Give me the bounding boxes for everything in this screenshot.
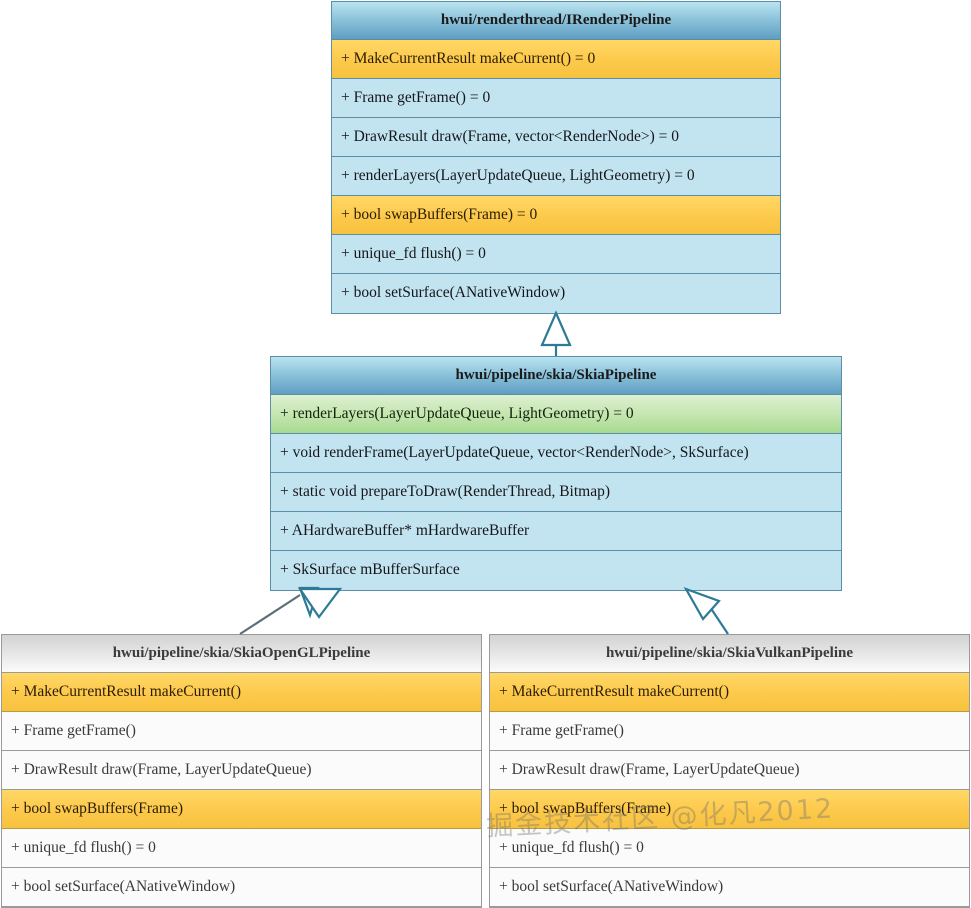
generalization-arrow-skiavulkan-to-skiapipeline: [683, 586, 729, 635]
class-member-row: + DrawResult draw(Frame, LayerUpdateQueu…: [2, 751, 481, 790]
class-member-row: + SkSurface mBufferSurface: [271, 551, 841, 590]
class-title-skiavulkanpipeline: hwui/pipeline/skia/SkiaVulkanPipeline: [490, 635, 969, 673]
class-member-row: + unique_fd flush() = 0: [2, 829, 481, 868]
class-title-skiaopenglpipeline: hwui/pipeline/skia/SkiaOpenGLPipeline: [2, 635, 481, 673]
class-member-row: + Frame getFrame(): [490, 712, 969, 751]
class-member-row: + renderLayers(LayerUpdateQueue, LightGe…: [332, 157, 780, 196]
class-member-row: + bool setSurface(ANativeWindow): [332, 274, 780, 313]
generalization-arrow-skiapipeline-to-irenderpipeline: [540, 310, 572, 356]
class-member-row: + bool setSurface(ANativeWindow): [2, 868, 481, 907]
class-member-row: + bool setSurface(ANativeWindow): [490, 868, 969, 907]
class-member-row: + bool swapBuffers(Frame): [490, 790, 969, 829]
class-box-skiapipeline[interactable]: hwui/pipeline/skia/SkiaPipeline + render…: [270, 356, 842, 591]
class-member-row: + MakeCurrentResult makeCurrent(): [2, 673, 481, 712]
class-member-row: + MakeCurrentResult makeCurrent(): [490, 673, 969, 712]
class-title-skiapipeline: hwui/pipeline/skia/SkiaPipeline: [271, 357, 841, 395]
class-member-row: + AHardwareBuffer* mHardwareBuffer: [271, 512, 841, 551]
class-box-skiavulkanpipeline[interactable]: hwui/pipeline/skia/SkiaVulkanPipeline + …: [489, 634, 970, 908]
class-member-row: + bool swapBuffers(Frame): [2, 790, 481, 829]
class-member-row: + MakeCurrentResult makeCurrent() = 0: [332, 40, 780, 79]
class-member-row: + bool swapBuffers(Frame) = 0: [332, 196, 780, 235]
class-member-row: + Frame getFrame(): [2, 712, 481, 751]
class-member-row: + static void prepareToDraw(RenderThread…: [271, 473, 841, 512]
class-member-row: + Frame getFrame() = 0: [332, 79, 780, 118]
class-title-irenderpipeline: hwui/renderthread/IRenderPipeline: [332, 2, 780, 40]
class-member-row: + DrawResult draw(Frame, vector<RenderNo…: [332, 118, 780, 157]
generalization-arrow-skiaopengl-to-skiapipeline: [239, 586, 343, 635]
class-member-row: + renderLayers(LayerUpdateQueue, LightGe…: [271, 395, 841, 434]
class-box-irenderpipeline[interactable]: hwui/renderthread/IRenderPipeline + Make…: [331, 1, 781, 314]
class-member-row: + unique_fd flush() = 0: [332, 235, 780, 274]
class-member-row: + unique_fd flush() = 0: [490, 829, 969, 868]
class-member-row: + void renderFrame(LayerUpdateQueue, vec…: [271, 434, 841, 473]
class-member-row: + DrawResult draw(Frame, LayerUpdateQueu…: [490, 751, 969, 790]
class-box-skiaopenglpipeline[interactable]: hwui/pipeline/skia/SkiaOpenGLPipeline + …: [1, 634, 482, 908]
